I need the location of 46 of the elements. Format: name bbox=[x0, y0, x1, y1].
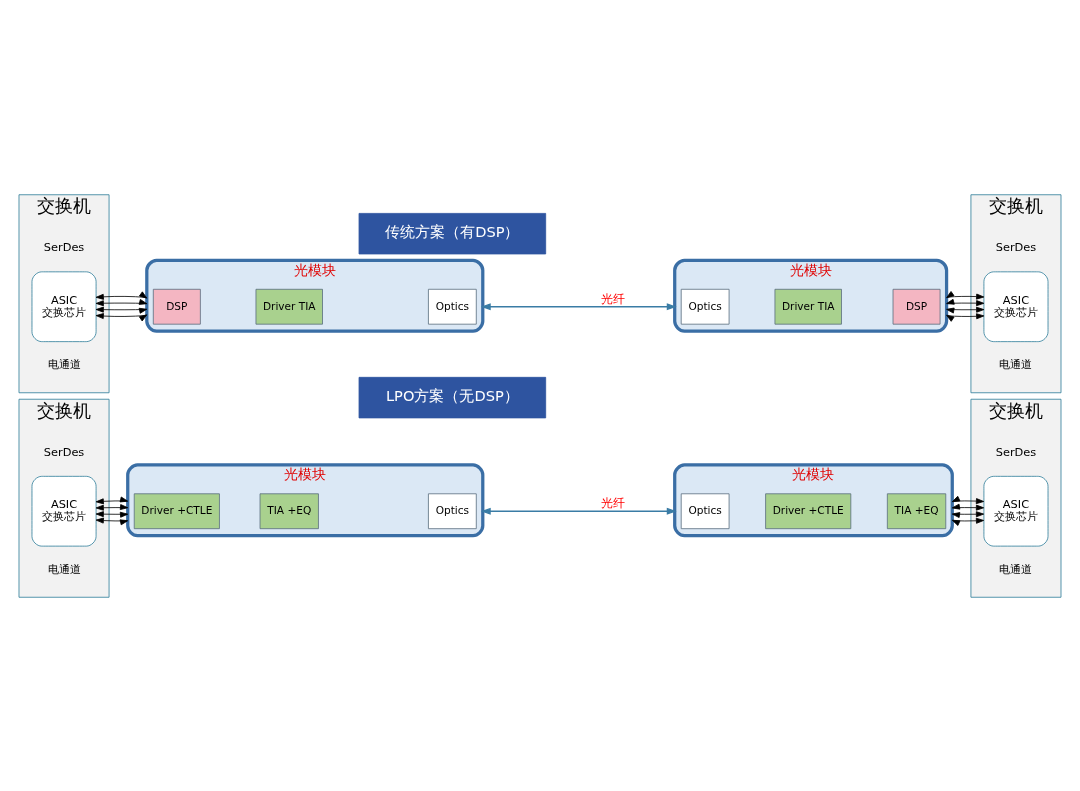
node-box: TIA +EQ bbox=[886, 492, 947, 529]
arrow bbox=[95, 298, 148, 306]
arrow bbox=[951, 503, 985, 511]
arrow bbox=[95, 503, 129, 511]
label: SerDes bbox=[995, 444, 1037, 459]
arrow bbox=[480, 507, 677, 515]
node-box: ASIC 交换芯片 bbox=[983, 475, 1049, 547]
edge-label: 光纤 bbox=[601, 495, 626, 510]
node-box: Optics bbox=[680, 288, 730, 325]
node-box: LPO方案（无DSP） bbox=[358, 376, 547, 418]
node-box: 传统方案（有DSP） bbox=[358, 212, 547, 254]
label: SerDes bbox=[43, 239, 85, 254]
node-box: ASIC 交换芯片 bbox=[31, 270, 97, 342]
arrow bbox=[951, 495, 985, 504]
arrow bbox=[95, 290, 148, 300]
label: SerDes bbox=[995, 239, 1037, 254]
label: 电通道 bbox=[999, 356, 1033, 371]
arrow bbox=[95, 517, 129, 525]
node-box: TIA +EQ bbox=[259, 492, 319, 529]
label: 电通道 bbox=[999, 561, 1033, 576]
label: 电通道 bbox=[47, 356, 81, 371]
arrow bbox=[480, 302, 677, 310]
label: SerDes bbox=[43, 444, 85, 459]
node-box: Optics bbox=[428, 288, 477, 325]
node-box: Driver TIA bbox=[774, 288, 842, 325]
node-box: DSP bbox=[892, 288, 941, 325]
arrow bbox=[951, 517, 985, 526]
node-box: Driver TIA bbox=[255, 288, 323, 325]
node-box: Optics bbox=[428, 492, 477, 529]
arrow bbox=[951, 510, 985, 518]
node-box: Driver +CTLE bbox=[133, 492, 220, 529]
node-box: ASIC 交换芯片 bbox=[31, 475, 97, 547]
arrow bbox=[946, 290, 985, 300]
arrow bbox=[95, 306, 148, 314]
arrow bbox=[95, 496, 129, 504]
node-box: DSP bbox=[152, 288, 201, 325]
arrow bbox=[946, 298, 985, 306]
label: 电通道 bbox=[47, 561, 81, 576]
arrow bbox=[95, 312, 148, 321]
arrow bbox=[946, 306, 985, 313]
node-box: Optics bbox=[680, 492, 730, 529]
node-box: Driver +CTLE bbox=[765, 492, 852, 529]
edge-label: 光纤 bbox=[601, 291, 626, 306]
node-box: ASIC 交换芯片 bbox=[983, 270, 1049, 342]
arrow bbox=[946, 312, 985, 322]
arrow bbox=[95, 510, 129, 518]
